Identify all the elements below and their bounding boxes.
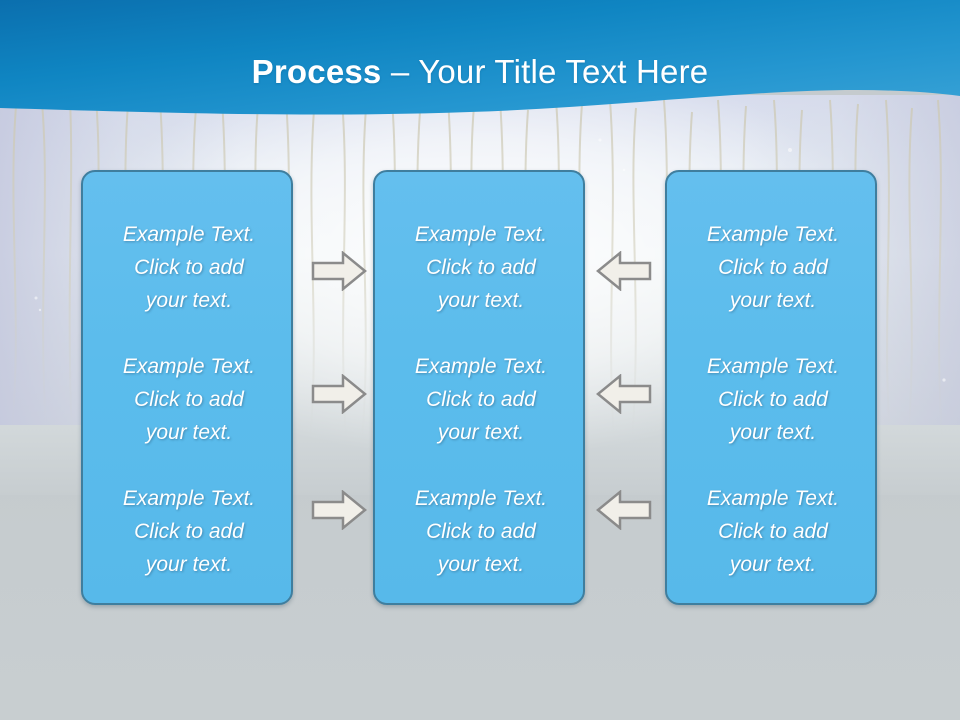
process-text-line1: Example Text.	[706, 223, 840, 246]
page-title-separator: –	[381, 53, 419, 90]
process-text-left-row3: Example Text. Click to add your text.	[93, 482, 285, 581]
process-text-line3: your text.	[729, 289, 817, 312]
page-title-light: Your Title Text Here	[418, 53, 709, 90]
process-box-right[interactable]: Example Text. Click to add your text. Ex…	[665, 170, 877, 605]
arrow-right-icon[interactable]	[311, 490, 367, 530]
process-text-line3: your text.	[437, 553, 525, 576]
arrow-right-icon[interactable]	[311, 374, 367, 414]
process-text-line1: Example Text.	[706, 487, 840, 510]
process-text-line3: your text.	[437, 421, 525, 444]
process-box-middle[interactable]: Example Text. Click to add your text. Ex…	[373, 170, 585, 605]
process-text-line2: Click to add	[134, 520, 244, 543]
process-text-line3: your text.	[729, 553, 817, 576]
process-text-line2: Click to add	[426, 520, 536, 543]
process-text-line1: Example Text.	[122, 355, 256, 378]
arrow-left-icon[interactable]	[596, 251, 652, 291]
arrow-left-icon[interactable]	[596, 374, 652, 414]
process-text-line3: your text.	[437, 289, 525, 312]
process-text-right-row2: Example Text. Click to add your text.	[677, 350, 869, 449]
process-text-line2: Click to add	[718, 388, 828, 411]
process-text-line2: Click to add	[718, 256, 828, 279]
process-text-line2: Click to add	[426, 388, 536, 411]
process-text-right-row3: Example Text. Click to add your text.	[677, 482, 869, 581]
process-text-right-row1: Example Text. Click to add your text.	[677, 218, 869, 317]
arrow-left-icon[interactable]	[596, 490, 652, 530]
header-band	[0, 0, 960, 135]
process-box-left[interactable]: Example Text. Click to add your text. Ex…	[81, 170, 293, 605]
process-text-middle-row3: Example Text. Click to add your text.	[385, 482, 577, 581]
process-text-line3: your text.	[145, 421, 233, 444]
process-text-line1: Example Text.	[414, 487, 548, 510]
page-title: Process – Your Title Text Here	[0, 52, 960, 92]
process-text-line2: Click to add	[718, 520, 828, 543]
process-text-line2: Click to add	[134, 388, 244, 411]
process-text-line1: Example Text.	[414, 223, 548, 246]
process-text-line2: Click to add	[134, 256, 244, 279]
process-text-left-row1: Example Text. Click to add your text.	[93, 218, 285, 317]
process-text-line1: Example Text.	[706, 355, 840, 378]
process-text-line1: Example Text.	[122, 487, 256, 510]
process-text-line3: your text.	[729, 421, 817, 444]
process-text-line1: Example Text.	[122, 223, 256, 246]
process-text-left-row2: Example Text. Click to add your text.	[93, 350, 285, 449]
process-text-line3: your text.	[145, 289, 233, 312]
process-text-middle-row1: Example Text. Click to add your text.	[385, 218, 577, 317]
page-title-strong: Process	[251, 53, 382, 90]
process-text-line3: your text.	[145, 553, 233, 576]
process-text-middle-row2: Example Text. Click to add your text.	[385, 350, 577, 449]
process-text-line2: Click to add	[426, 256, 536, 279]
arrow-right-icon[interactable]	[311, 251, 367, 291]
process-text-line1: Example Text.	[414, 355, 548, 378]
